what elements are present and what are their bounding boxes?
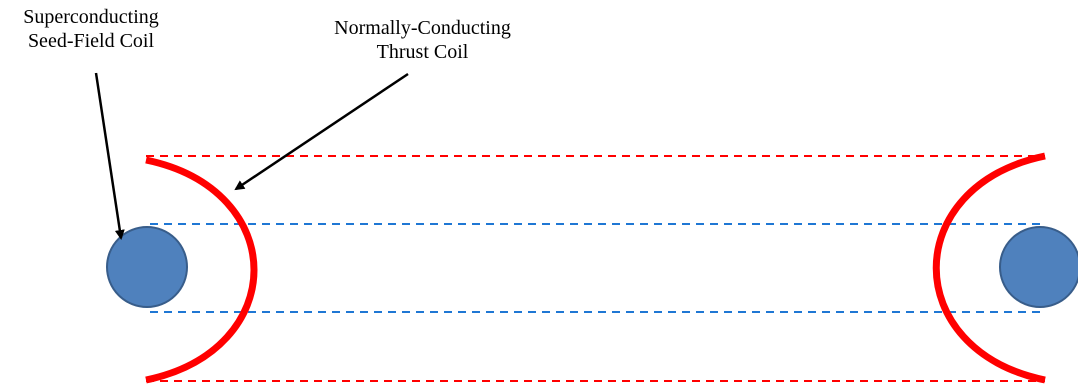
superconducting-seed-field-coil-label: Superconducting Seed-Field Coil	[0, 5, 182, 53]
normally-conducting-thrust-coil-label: Normally-Conducting Thrust Coil	[300, 16, 545, 64]
left-thrust-coil	[145, 156, 258, 384]
thrust-coil-label-line1: Normally-Conducting	[334, 17, 511, 39]
left-seed-field-coil	[106, 226, 188, 308]
thrust-coil-label-line2: Thrust Coil	[376, 41, 469, 63]
superconducting-label-line2: Seed-Field Coil	[27, 30, 155, 52]
right-thrust-coil	[932, 152, 1046, 384]
right-seed-field-coil	[999, 226, 1078, 308]
superconducting-label-line1: Superconducting	[23, 6, 159, 28]
thrust-coil-arrow	[234, 72, 409, 191]
superconducting-coil-arrow	[94, 72, 125, 240]
